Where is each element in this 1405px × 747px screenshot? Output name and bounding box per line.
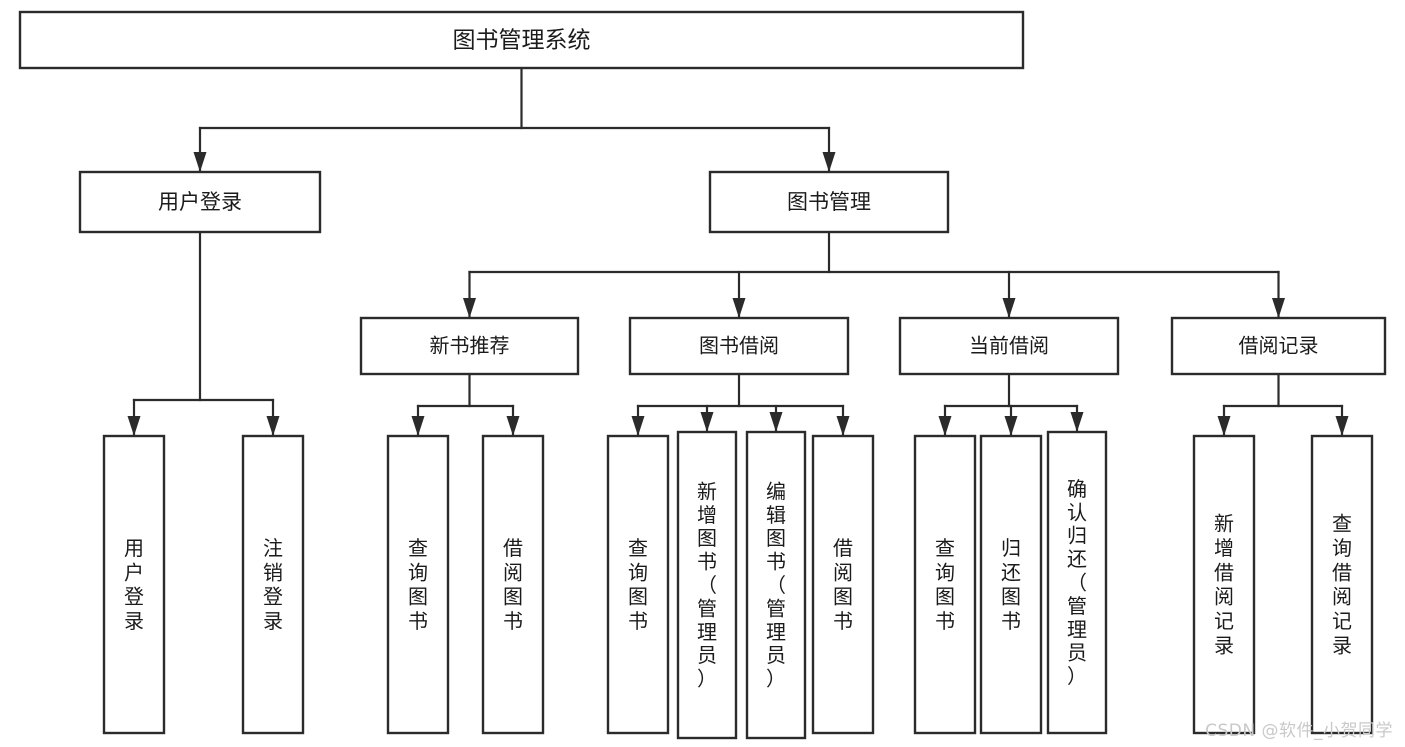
arrow-head-icon — [631, 416, 645, 436]
arrow-head-icon — [193, 152, 207, 172]
arrow-head-icon — [822, 152, 836, 172]
node-label-record-query: 查询借阅记录 — [1332, 511, 1352, 657]
arrow-head-icon — [463, 298, 476, 318]
arrow-head-icon — [769, 412, 783, 432]
node-borrow-record[interactable]: 借阅记录 — [1170, 316, 1387, 376]
node-box-recommend-query-book — [386, 434, 450, 735]
node-borrow-borrow-book[interactable]: 借阅图书 — [811, 434, 875, 735]
node-recommend-query-book[interactable]: 查询图书 — [386, 434, 450, 735]
node-box-current-confirm-return — [1046, 430, 1108, 735]
node-box-current-borrow — [898, 316, 1120, 376]
node-record-query[interactable]: 查询借阅记录 — [1310, 434, 1374, 735]
node-box-borrow-add-book — [676, 430, 738, 740]
node-label-borrow-record: 借阅记录 — [1239, 334, 1319, 358]
node-root[interactable]: 图书管理系统 — [18, 10, 1025, 70]
node-box-current-return-book — [979, 434, 1043, 735]
arrow-head-icon — [1217, 416, 1231, 436]
node-label-user-login: 用户登录 — [158, 190, 242, 214]
arrow-head-icon — [1335, 416, 1349, 436]
node-current-return-book[interactable]: 归还图书 — [979, 434, 1043, 735]
node-box-record-add — [1192, 434, 1256, 735]
node-borrow-edit-book[interactable]: 编辑图书（管理员） — [745, 430, 807, 740]
node-box-root — [18, 10, 1025, 70]
node-user-logout[interactable]: 注销登录 — [241, 434, 305, 735]
node-book-borrow[interactable]: 图书借阅 — [628, 316, 850, 376]
arrow-head-icon — [1004, 416, 1018, 436]
arrow-head-icon — [1070, 412, 1084, 432]
arrow-head-icon — [1002, 298, 1016, 318]
node-label-current-confirm-return: 确认归还（管理员） — [1067, 476, 1087, 687]
node-box-book-manage — [708, 170, 950, 234]
arrow-head-icon — [1272, 298, 1285, 318]
node-label-record-add: 新增借阅记录 — [1214, 511, 1234, 657]
arrow-head-icon — [506, 416, 520, 436]
arrow-head-icon — [836, 416, 850, 436]
node-box-recommend-borrow-book — [481, 434, 545, 735]
node-label-new-book-recommend: 新书推荐 — [430, 334, 510, 358]
node-box-borrow-query-book — [606, 434, 670, 735]
node-recommend-borrow-book[interactable]: 借阅图书 — [481, 434, 545, 735]
node-book-manage[interactable]: 图书管理 — [708, 170, 950, 234]
node-label-borrow-borrow-book: 借阅图书 — [833, 535, 853, 632]
node-borrow-query-book[interactable]: 查询图书 — [606, 434, 670, 735]
node-box-new-book-recommend — [359, 316, 580, 376]
arrow-head-icon — [411, 416, 425, 436]
arrow-head-icon — [266, 416, 280, 436]
node-label-user-login-do: 用户登录 — [124, 535, 144, 632]
node-box-borrow-borrow-book — [811, 434, 875, 735]
node-label-borrow-query-book: 查询图书 — [628, 535, 648, 632]
node-current-query-book[interactable]: 查询图书 — [913, 434, 977, 735]
node-new-book-recommend[interactable]: 新书推荐 — [359, 316, 580, 376]
arrow-head-icon — [700, 412, 714, 432]
node-box-user-login — [78, 170, 322, 234]
node-box-borrow-record — [1170, 316, 1387, 376]
node-label-book-manage: 图书管理 — [787, 190, 871, 214]
node-label-recommend-borrow-book: 借阅图书 — [503, 535, 523, 632]
node-label-current-query-book: 查询图书 — [935, 535, 955, 632]
arrow-head-icon — [938, 416, 952, 436]
arrow-head-icon — [127, 416, 141, 436]
node-label-current-return-book: 归还图书 — [1001, 535, 1021, 632]
node-box-user-logout — [241, 434, 305, 735]
node-label-root: 图书管理系统 — [453, 28, 591, 54]
node-current-borrow[interactable]: 当前借阅 — [898, 316, 1120, 376]
node-label-borrow-add-book: 新增图书（管理员） — [697, 479, 717, 690]
node-label-recommend-query-book: 查询图书 — [408, 535, 428, 632]
node-box-current-query-book — [913, 434, 977, 735]
node-user-login-do[interactable]: 用户登录 — [102, 434, 166, 735]
node-box-book-borrow — [628, 316, 850, 376]
node-box-record-query — [1310, 434, 1374, 735]
node-current-confirm-return[interactable]: 确认归还（管理员） — [1046, 430, 1108, 735]
node-label-current-borrow: 当前借阅 — [969, 334, 1049, 358]
node-borrow-add-book[interactable]: 新增图书（管理员） — [676, 430, 738, 740]
node-record-add[interactable]: 新增借阅记录 — [1192, 434, 1256, 735]
node-label-book-borrow: 图书借阅 — [699, 334, 779, 358]
connector-edges — [127, 66, 1349, 438]
node-user-login[interactable]: 用户登录 — [78, 170, 322, 234]
diagram-nodes: 图书管理系统用户登录用户登录注销登录图书管理新书推荐查询图书借阅图书图书借阅查询… — [18, 10, 1387, 740]
arrow-head-icon — [732, 298, 746, 318]
node-box-user-login-do — [102, 434, 166, 735]
node-label-user-logout: 注销登录 — [263, 535, 283, 632]
watermark-text: CSDN @软件_小贺同学 — [1205, 721, 1393, 741]
node-label-borrow-edit-book: 编辑图书（管理员） — [766, 479, 786, 690]
node-box-borrow-edit-book — [745, 430, 807, 740]
